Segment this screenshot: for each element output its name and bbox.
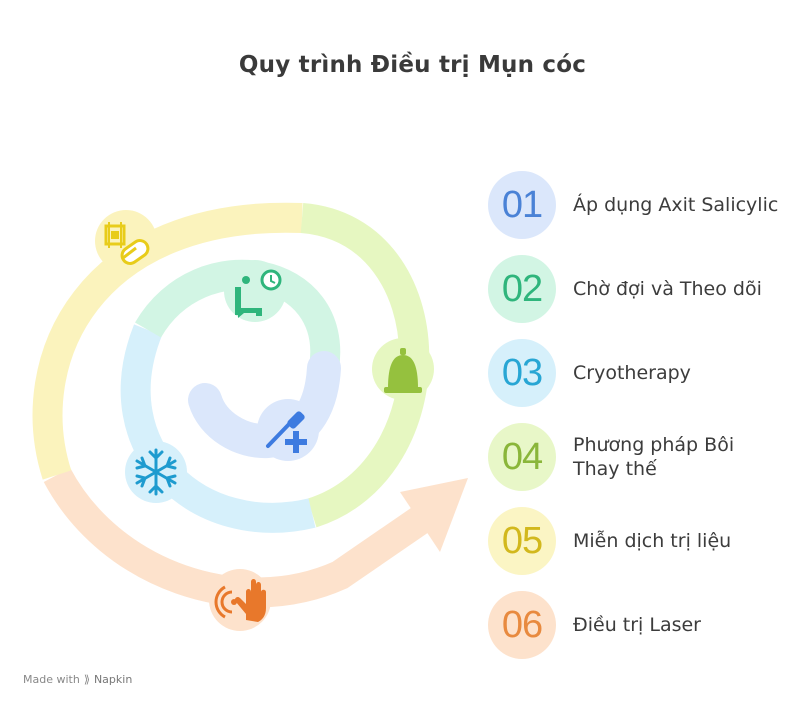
spiral-segment-immunotherapy [32, 202, 303, 480]
step-03: 03 Cryotherapy [488, 339, 811, 407]
step-number: 04 [488, 423, 556, 491]
step-label: Miễn dịch trị liệu [573, 530, 732, 552]
snowflake-icon [125, 441, 187, 503]
bell-icon [372, 338, 434, 400]
napkin-logo-icon: ⟫ [83, 673, 90, 686]
step-label: Áp dụng Axit Salicylic [573, 194, 779, 216]
footer-credit: Made with ⟫ Napkin [23, 673, 132, 686]
step-01: 01 Áp dụng Axit Salicylic [488, 171, 811, 239]
step-number: 05 [488, 507, 556, 575]
step-04: 04 Phương pháp Bôi Thay thế [488, 423, 811, 491]
step-06: 06 Điều trị Laser [488, 591, 811, 659]
spiral-arrowhead [400, 478, 468, 552]
step-number: 03 [488, 339, 556, 407]
step-number: 06 [488, 591, 556, 659]
step-label: Điều trị Laser [573, 614, 701, 636]
step-label: Phương pháp Bôi Thay thế [573, 434, 735, 480]
pill-icon [95, 210, 157, 272]
page-title: Quy trình Điều trị Mụn cóc [238, 52, 587, 78]
step-05: 05 Miễn dịch trị liệu [488, 507, 811, 575]
made-with-text: Made with [23, 673, 80, 686]
step-number: 01 [488, 171, 556, 239]
spiral-segment-laser [43, 467, 429, 608]
step-02: 02 Chờ đợi và Theo dõi [488, 255, 811, 323]
step-number: 02 [488, 255, 556, 323]
laser-hand-icon [209, 569, 271, 631]
waiting-clock-icon [224, 260, 286, 322]
brand-name: Napkin [93, 673, 133, 686]
step-label: Chờ đợi và Theo dõi [573, 278, 762, 300]
injection-icon [257, 399, 319, 461]
step-label: Cryotherapy [573, 362, 691, 384]
